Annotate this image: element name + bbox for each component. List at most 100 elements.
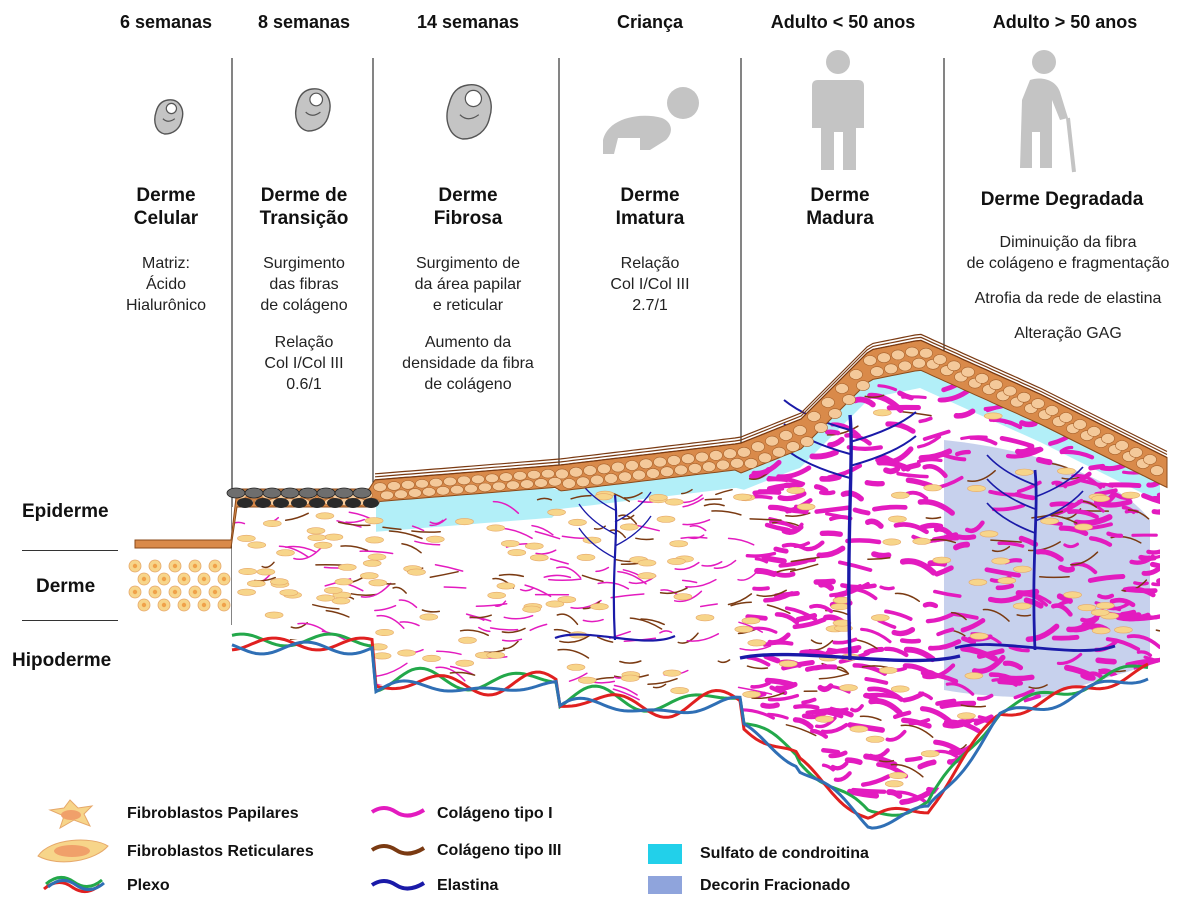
- epidermis-cell: [891, 349, 905, 361]
- legend-fibroblastos-reticulares: Fibroblastos Reticulares: [127, 843, 314, 860]
- periderm-cell: [345, 498, 361, 508]
- fibroblast-nucleus: [152, 589, 158, 595]
- epidermis-cell: [758, 452, 772, 464]
- epidermis-cell: [520, 479, 534, 489]
- epidermis-cell: [989, 379, 1003, 391]
- epidermis-cell: [1129, 447, 1143, 458]
- fibroblast-nucleus: [161, 602, 167, 608]
- fibroblast-nucleus: [192, 563, 198, 569]
- fibroblast-nucleus: [161, 576, 167, 582]
- epidermis-cell: [933, 354, 947, 365]
- periderm-cell: [226, 487, 246, 499]
- epidermis-cell: [625, 460, 639, 471]
- elderly-person-icon: [1020, 50, 1076, 173]
- legend-colageno-tipo-1: Colágeno tipo I: [437, 805, 553, 822]
- periderm-cell: [316, 487, 336, 499]
- fibre-network: [232, 381, 1160, 805]
- legend-swatches: [37, 799, 682, 894]
- periderm-cell: [309, 498, 325, 508]
- epidermis-cell: [478, 482, 492, 493]
- epidermis-cell: [828, 408, 842, 419]
- legend-swatch-decorin: [648, 876, 682, 894]
- epidermis-cell: [751, 441, 765, 453]
- legend-swatch-plexo: [43, 876, 105, 893]
- epidermis-cell: [527, 470, 541, 480]
- epidermis-cell: [394, 489, 408, 499]
- epidermis-cell: [1017, 391, 1031, 403]
- epidermis-cell: [842, 394, 856, 405]
- legend-plexo: Plexo: [127, 877, 170, 894]
- epidermis-cell: [884, 363, 898, 375]
- epidermis-cell: [443, 476, 457, 487]
- epidermis-cell: [422, 487, 436, 497]
- periderm-cell: [273, 498, 289, 508]
- plexus-line: [231, 640, 1149, 830]
- age-8-semanas: 8 semanas: [257, 12, 351, 32]
- epidermis-cell: [639, 458, 653, 470]
- age-6-semanas: 6 semanas: [119, 12, 213, 32]
- epidermis-cell: [464, 483, 478, 494]
- crawling-baby-icon: [603, 87, 699, 154]
- fibroblast-nucleus: [132, 563, 138, 569]
- epidermis-cell: [548, 477, 562, 487]
- fibroblast-nucleus: [201, 576, 207, 582]
- periderm-cell: [291, 498, 307, 508]
- legend-swatch-elastina: [370, 879, 426, 891]
- legend-decorin-fracionado: Decorin Fracionado: [700, 877, 851, 894]
- epidermis-cell: [772, 446, 786, 458]
- age-adulto-maior-50: Adulto > 50 anos: [992, 12, 1138, 32]
- epidermis-cell: [1087, 426, 1101, 437]
- fibroblast-nucleus: [212, 563, 218, 569]
- epidermis-cell: [401, 480, 415, 490]
- epidermis-cell: [800, 436, 814, 447]
- periderm-cell: [262, 487, 282, 499]
- chondroitin-band: [376, 370, 1160, 532]
- epidermis-cell: [779, 430, 793, 441]
- epidermis-cell: [450, 485, 464, 495]
- epidermis-cell: [562, 478, 576, 489]
- epidermis-cell: [912, 357, 926, 369]
- epidermis-cell: [1115, 440, 1129, 451]
- epidermis-cell: [709, 450, 723, 461]
- elastin-vessel: [554, 479, 676, 642]
- elastin-vessel: [739, 399, 961, 663]
- embryo-8-weeks-icon: [294, 88, 331, 132]
- legend-colageno-tipo-3: Colágeno tipo III: [437, 842, 562, 859]
- periderm-cell: [327, 498, 343, 508]
- fibroblast-nucleus: [181, 576, 187, 582]
- legend-elastina: Elastina: [437, 877, 499, 894]
- epidermis-cell: [849, 369, 863, 380]
- age-crianca: Criança: [616, 12, 684, 32]
- epidermis-cell: [961, 366, 975, 378]
- epidermis-cell: [541, 469, 555, 479]
- periderm-cell: [334, 487, 354, 499]
- adult-person-icon: [812, 50, 864, 170]
- fibroblast-nucleus: [152, 563, 158, 569]
- epidermis-cell: [1045, 405, 1059, 416]
- epidermis-cell: [905, 346, 919, 358]
- epidermis-cell: [856, 380, 870, 391]
- epidermis-cell: [387, 481, 401, 491]
- layer-divider: [22, 550, 118, 551]
- epidermis-cell: [898, 360, 912, 372]
- epidermis-cell: [415, 479, 429, 489]
- fibroblast-nucleus: [181, 602, 187, 608]
- dermis-area: [232, 370, 1160, 815]
- epidermis-cell: [807, 411, 821, 422]
- epidermis-cell: [1143, 454, 1157, 465]
- epidermis-cell: [380, 490, 394, 500]
- epidermis-cell: [576, 476, 590, 488]
- periderm-cell: [255, 498, 271, 508]
- epidermis-cell: [835, 383, 849, 394]
- layer-label-derme: Derme: [36, 576, 96, 597]
- epidermis-cell: [597, 463, 611, 475]
- age-14-semanas: 14 semanas: [416, 12, 520, 32]
- legend-swatch-colageno-1: [370, 806, 426, 818]
- epidermis-cell: [1073, 419, 1087, 430]
- epidermis-cell: [583, 465, 597, 476]
